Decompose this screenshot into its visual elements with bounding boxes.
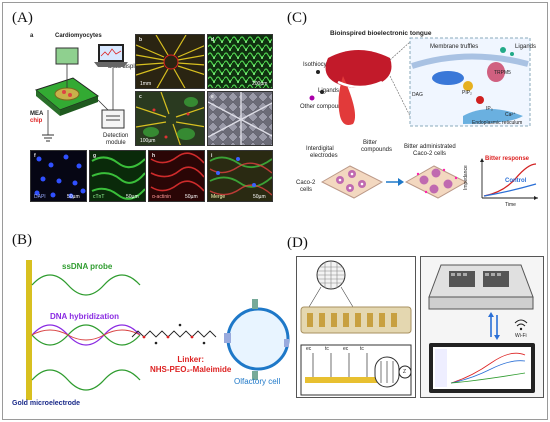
ec-label-1: ec bbox=[306, 346, 312, 352]
tile-d-fluorescence: d 200µm bbox=[207, 34, 273, 89]
chip-photo-box: ec tc ec tc Z bbox=[296, 256, 416, 398]
chip-label: chip bbox=[30, 118, 43, 124]
other-compounds-label: Other compounds bbox=[300, 104, 348, 110]
tile-i-scalebar: 50µm bbox=[253, 194, 266, 200]
dag-label: DAG bbox=[412, 92, 423, 98]
tc-label-2: tc bbox=[360, 346, 364, 352]
linker-label: Linker: NHS-PEO₂-Maleimide bbox=[150, 355, 231, 375]
bitter-compounds-label-1: Bitter bbox=[363, 140, 378, 146]
tile-d-letter: d bbox=[211, 37, 215, 43]
tile-h-actinin: h α-actinin 50µm bbox=[148, 150, 205, 202]
ip3-label: IP₃ bbox=[486, 106, 493, 112]
dna-hybridization-label: DNA hybridization bbox=[50, 312, 120, 321]
membrane-truffles-label: Membrane truffles bbox=[430, 44, 479, 50]
device-photo-box: Wi-Fi bbox=[420, 256, 544, 398]
caco2-label-2: cells bbox=[300, 187, 313, 193]
device-photo bbox=[428, 264, 535, 393]
panel-b-label: (B) bbox=[12, 232, 32, 248]
time-axis-label: Time bbox=[505, 202, 516, 208]
panel-a-sublabel: a bbox=[30, 33, 34, 39]
tile-b-scalebar: 1mm bbox=[140, 81, 152, 87]
detection-label-1: Detection bbox=[103, 133, 129, 139]
interdigital-label-2: electrodes bbox=[310, 153, 338, 159]
impedance-axis-label: Impedance bbox=[463, 165, 469, 190]
dna-hybridization-diagram bbox=[26, 260, 290, 400]
ligands-label: Ligands bbox=[318, 88, 340, 94]
interdigital-label-1: Interdigital bbox=[306, 146, 334, 152]
tc-label-1: tc bbox=[325, 346, 329, 352]
tile-i-letter: i bbox=[211, 153, 213, 159]
tile-h-letter: h bbox=[152, 153, 156, 159]
tile-h-stain: α-actinin bbox=[152, 194, 172, 200]
isothiocyanate-label: Isothiocyanate bbox=[303, 62, 342, 68]
tile-g-stain: cTnT bbox=[93, 194, 105, 200]
cardiomyocytes-label: Cardiomyocytes bbox=[55, 33, 102, 39]
tile-i-stain: Merge bbox=[211, 194, 226, 200]
panel-a-label: (A) bbox=[12, 10, 33, 26]
bitter-response-curve bbox=[483, 163, 537, 197]
tile-g-scalebar: 50µm bbox=[126, 194, 139, 200]
panel-d-label: (D) bbox=[287, 235, 308, 251]
tile-g-letter: g bbox=[93, 153, 97, 159]
gold-microelectrode-label: Gold microelectrode bbox=[12, 400, 81, 407]
tile-f-scalebar: 50µm bbox=[67, 194, 80, 200]
tile-g-ctnt: g cTnT 50µm bbox=[89, 150, 146, 202]
tile-c-scalebar: 100µm bbox=[140, 138, 156, 144]
detection-label-2: module bbox=[106, 140, 126, 146]
impedance-z-label: Z bbox=[403, 369, 407, 375]
caco2-cells-illustration bbox=[320, 165, 468, 199]
tile-e-letter: e bbox=[211, 94, 214, 100]
tile-i-merge: i Merge 50µm bbox=[207, 150, 273, 202]
tile-h-scalebar: 50µm bbox=[185, 194, 198, 200]
tile-c-cells-on-electrodes: c 100µm bbox=[135, 91, 205, 146]
tile-e-sem: e bbox=[207, 91, 273, 146]
olfactory-cell-label: Olfactory cell bbox=[234, 377, 281, 386]
control-curve bbox=[483, 183, 537, 197]
impedance-axes bbox=[480, 158, 538, 200]
er-label: Endoplasmic reticulum bbox=[472, 120, 523, 126]
linker-title: Linker: bbox=[177, 355, 205, 364]
ligands-top-label: Ligands bbox=[515, 44, 537, 50]
linker-name: NHS-PEO₂-Maleimide bbox=[150, 365, 232, 374]
caco2-label-1: Caco-2 bbox=[296, 180, 316, 186]
bitter-administrated-label-2: Caco-2 cells bbox=[413, 151, 447, 157]
tile-f-letter: f bbox=[34, 153, 36, 159]
data-display-label: Data display bbox=[108, 64, 142, 70]
trpm5-label: TRPM5 bbox=[494, 70, 511, 76]
control-label: Control bbox=[505, 178, 527, 184]
tongue-receptor-illustration bbox=[309, 37, 531, 127]
wifi-label: Wi-Fi bbox=[515, 333, 527, 339]
bitter-compounds-label-2: compounds bbox=[361, 147, 393, 153]
tile-d-scalebar: 200µm bbox=[252, 81, 268, 87]
tile-b-letter: b bbox=[139, 37, 143, 43]
bitter-administrated-label-1: Bitter administrated bbox=[404, 144, 456, 150]
bitter-response-label: Bitter response bbox=[485, 156, 530, 162]
mea-setup-illustration bbox=[34, 44, 128, 142]
tongue-title: Bioinspired bioelectronic tongue bbox=[330, 30, 432, 37]
calcium-label: Ca²⁺ bbox=[505, 112, 516, 118]
tile-c-letter: c bbox=[139, 94, 142, 100]
tile-f-dapi: f DAPI 50µm bbox=[30, 150, 87, 202]
chip-photo bbox=[300, 260, 412, 396]
panel-c-label: (C) bbox=[287, 10, 307, 26]
ssdna-probe-label: ssDNA probe bbox=[62, 262, 113, 271]
mea-label: MEA bbox=[30, 111, 44, 117]
ec-label-2: ec bbox=[343, 346, 349, 352]
tile-f-stain: DAPI bbox=[34, 194, 46, 200]
tile-b-electrode-array: b 1mm bbox=[135, 34, 205, 89]
pip2-label: PIP₂ bbox=[462, 90, 472, 96]
